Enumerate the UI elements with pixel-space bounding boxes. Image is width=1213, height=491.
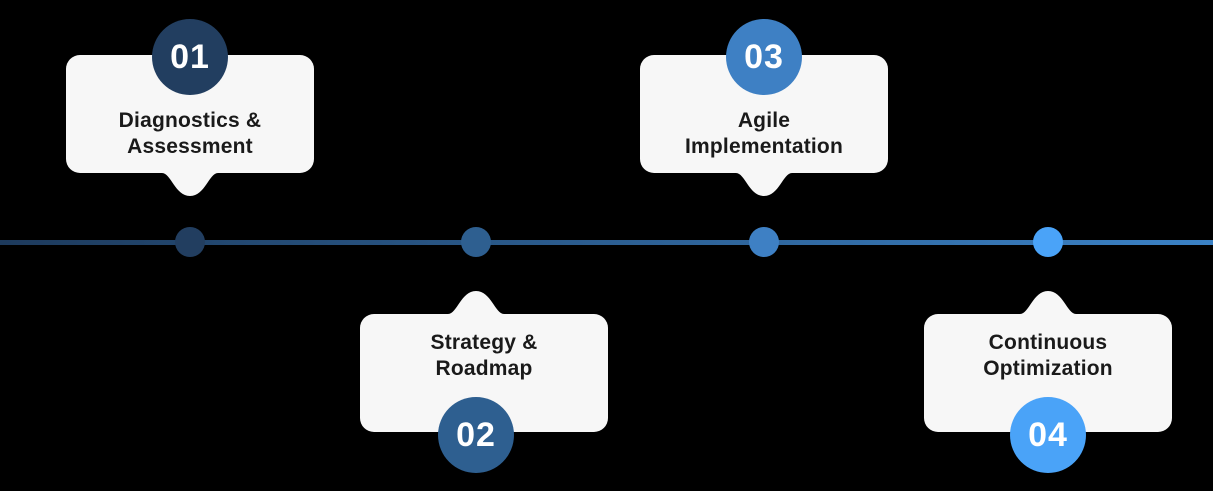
step-card-1: Diagnostics & Assessment bbox=[66, 55, 314, 173]
step-number-badge-4: 04 bbox=[1010, 397, 1086, 473]
card-tail-down bbox=[736, 173, 792, 196]
timeline-dot-4 bbox=[1033, 227, 1063, 257]
step-label-line: Diagnostics & bbox=[118, 109, 262, 132]
step-number: 02 bbox=[456, 415, 496, 454]
step-number: 04 bbox=[1028, 415, 1068, 454]
card-tail-up bbox=[1020, 291, 1076, 314]
card-tail-down bbox=[162, 173, 218, 196]
step-number: 01 bbox=[170, 37, 210, 76]
step-label: Strategy & Roadmap bbox=[430, 330, 537, 382]
step-label: Agile Implementation bbox=[685, 108, 843, 160]
step-label-line: Optimization bbox=[983, 356, 1113, 380]
step-label: Diagnostics & Assessment bbox=[119, 108, 262, 160]
timeline-dot-1 bbox=[175, 227, 205, 257]
card-tail-up bbox=[448, 291, 504, 314]
step-card-3: Agile Implementation bbox=[640, 55, 888, 173]
step-number-badge-1: 01 bbox=[152, 19, 228, 95]
step-label-line: Agile bbox=[737, 109, 791, 132]
step-label-line: Strategy & bbox=[430, 330, 538, 354]
timeline-line bbox=[0, 240, 1213, 245]
step-label-line: Roadmap bbox=[435, 356, 533, 380]
step-label-line: Assessment bbox=[127, 135, 253, 158]
step-number-badge-3: 03 bbox=[726, 19, 802, 95]
step-label-line: Continuous bbox=[988, 330, 1108, 354]
step-label: Continuous Optimization bbox=[983, 330, 1113, 382]
step-label-line: Implementation bbox=[685, 135, 843, 158]
timeline-dot-3 bbox=[749, 227, 779, 257]
timeline-dot-2 bbox=[461, 227, 491, 257]
step-number-badge-2: 02 bbox=[438, 397, 514, 473]
step-number: 03 bbox=[744, 37, 784, 76]
